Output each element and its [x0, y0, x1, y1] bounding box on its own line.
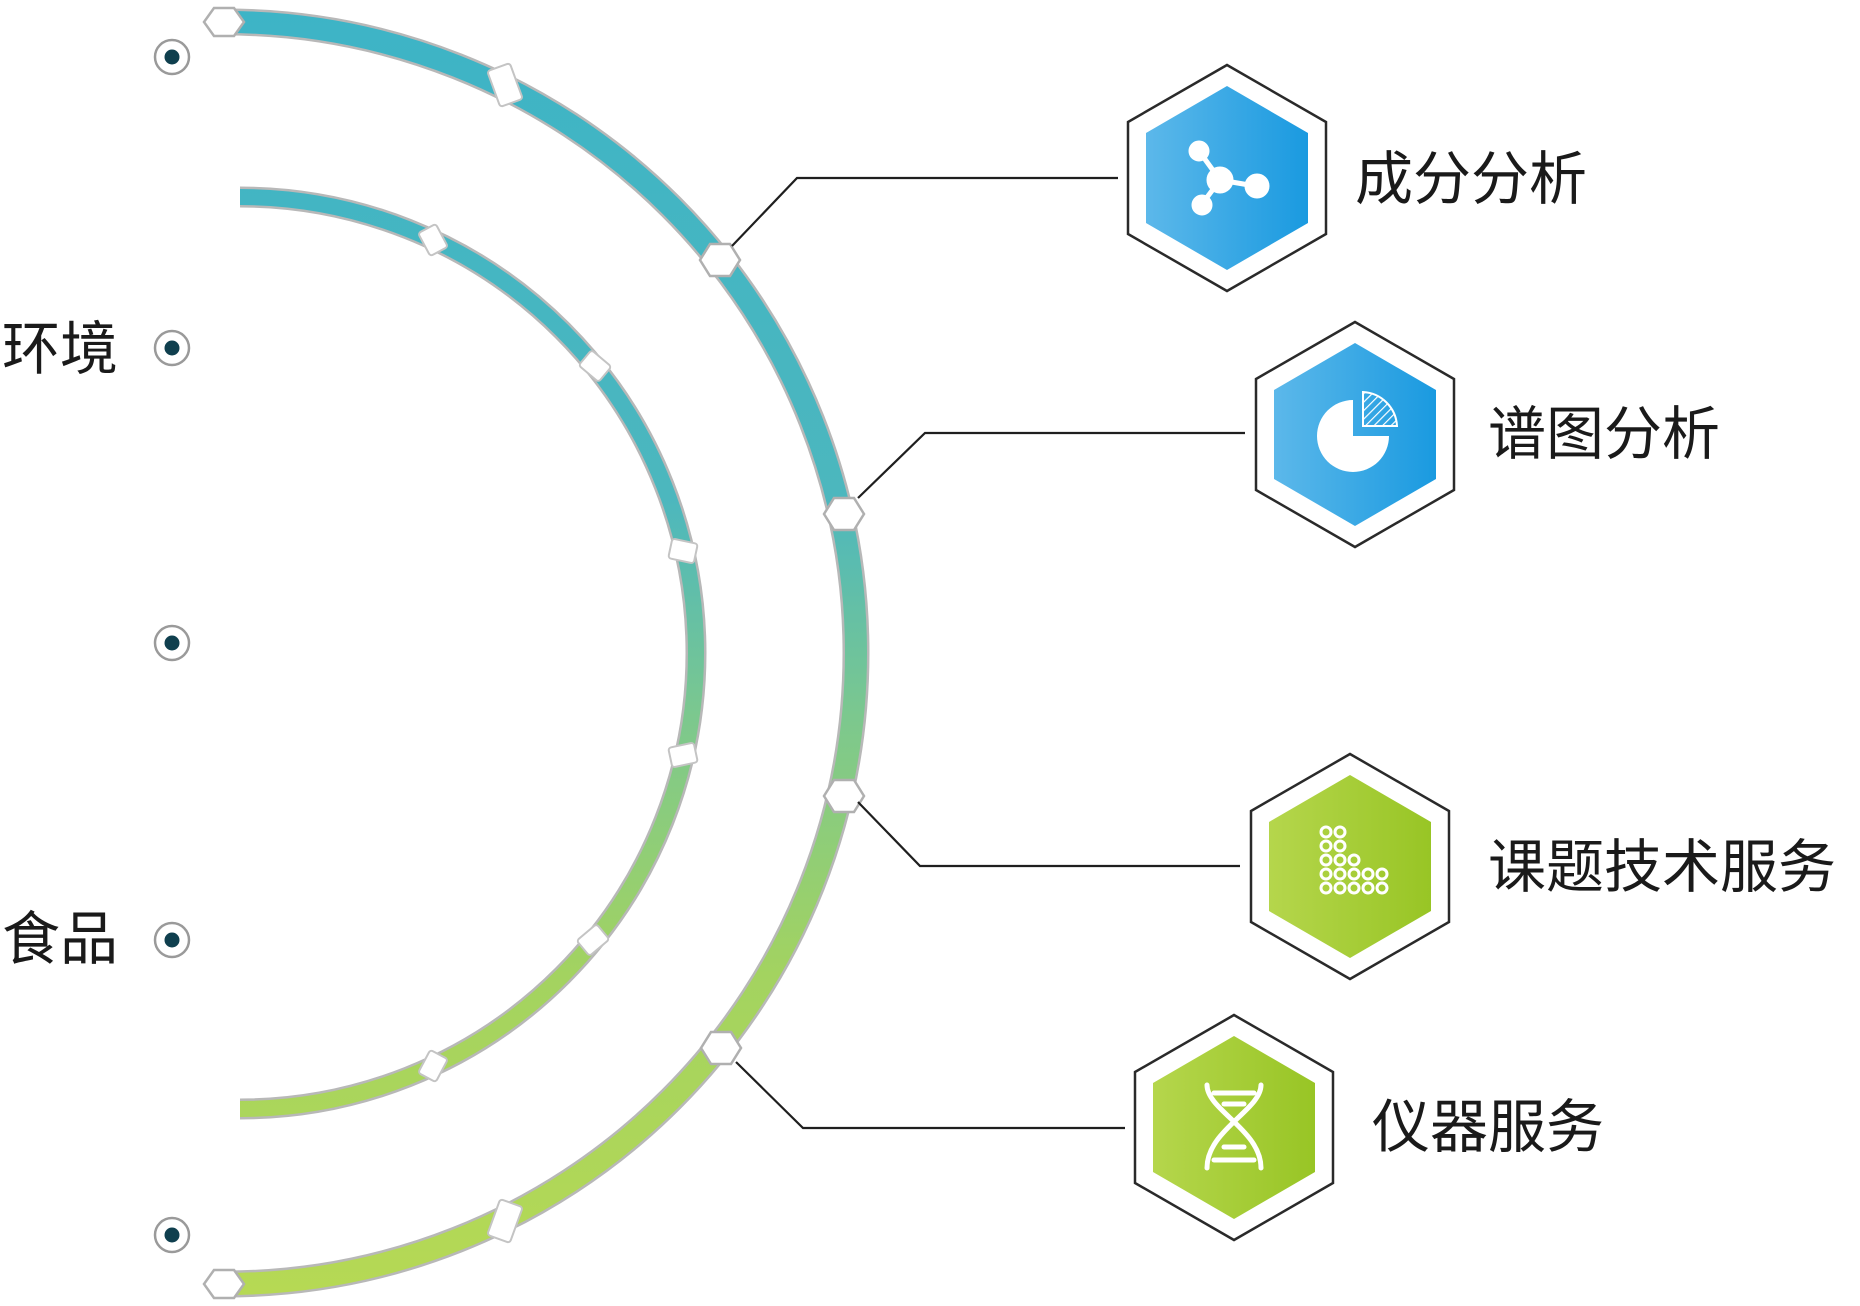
- inner-arc: [239, 186, 707, 1120]
- service-label-spectrum[interactable]: 谱图分析: [1488, 400, 1721, 468]
- arc-node: [698, 242, 742, 278]
- molecule-icon: [1188, 140, 1270, 216]
- timeline-dot: [153, 329, 191, 367]
- timeline-dot: [153, 1216, 191, 1254]
- service-badge-research[interactable]: [1249, 752, 1451, 981]
- connectors: [731, 176, 1245, 1130]
- connector-line: [857, 431, 1245, 499]
- service-badge-spectrum[interactable]: [1254, 320, 1456, 549]
- pie-chart-icon: [1317, 390, 1399, 472]
- service-badge-composition[interactable]: [1126, 63, 1328, 293]
- timeline-dot: [153, 921, 191, 959]
- connector-line: [731, 176, 1118, 247]
- timeline-dot: [153, 38, 191, 76]
- outer-arc: [202, 6, 870, 1300]
- connector-line: [735, 1061, 1125, 1130]
- label-environment: 环境: [2, 315, 119, 383]
- arc-node: [202, 1268, 246, 1300]
- arc-node: [822, 496, 866, 532]
- timeline-dot: [153, 624, 191, 662]
- node-grid-icon: [1319, 825, 1389, 895]
- timeline: [153, 38, 191, 1254]
- service-label-composition[interactable]: 成分分析: [1355, 145, 1588, 213]
- service-badge-instrument[interactable]: [1133, 1013, 1335, 1242]
- arc-node: [202, 6, 246, 38]
- connector-line: [857, 801, 1240, 868]
- label-food: 食品: [2, 905, 119, 973]
- service-label-instrument[interactable]: 仪器服务: [1372, 1093, 1605, 1161]
- arc-node: [699, 1030, 743, 1066]
- service-label-research[interactable]: 课题技术服务: [1488, 833, 1837, 901]
- arc-node: [822, 778, 866, 814]
- dna-icon: [1204, 1082, 1264, 1171]
